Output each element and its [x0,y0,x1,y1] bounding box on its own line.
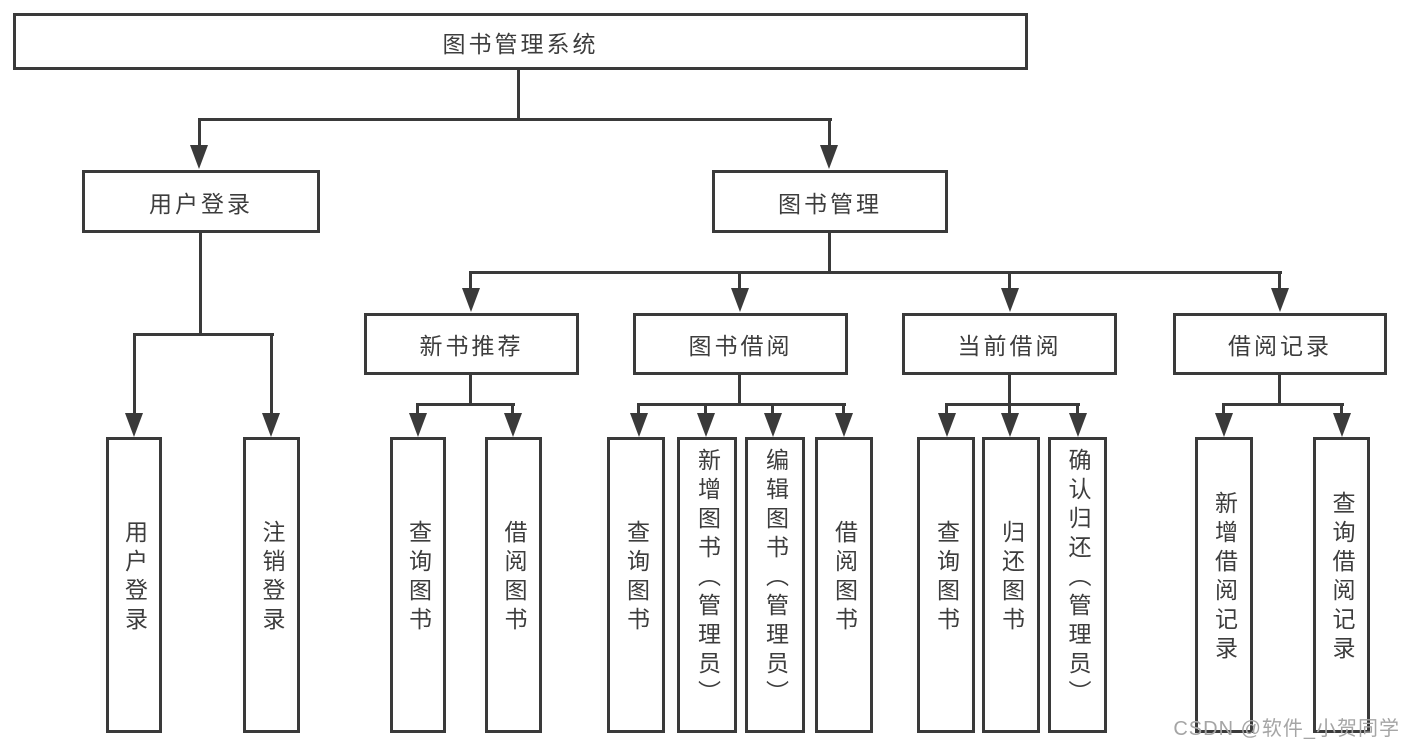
arrow-down-icon [764,413,782,437]
watermark: CSDN @软件_小贺同学 [1173,718,1400,740]
connector-bookborrow-shaft-1 [637,405,640,417]
leaf-label: 借阅图书 [831,520,858,636]
leaf-label: 查询图书 [623,520,650,636]
arrow-down-icon [1271,288,1289,312]
connector-records-shaft-1 [1222,405,1225,417]
leaf-edit-book-admin: 编辑图书（管理员） [745,437,805,733]
arrow-down-icon [938,413,956,437]
node-label: 当前借阅 [957,333,1062,359]
connector-userlogin-hline [133,333,274,336]
leaf-label: 归还图书 [998,520,1025,636]
arrow-down-icon [1215,413,1233,437]
leaf-borrow-books-recommend: 借阅图书 [485,437,542,733]
node-label: 图书借阅 [688,333,793,359]
node-book-management: 图书管理 [712,170,948,233]
connector-records-stub [1278,375,1281,406]
connector-records-shaft-2 [1340,405,1343,417]
connector-currentborrow-hline [945,403,1080,406]
arrow-down-icon [731,288,749,312]
node-book-borrowing: 图书借阅 [633,313,848,375]
leaf-add-book-admin: 新增图书（管理员） [677,437,737,733]
arrow-down-icon [125,413,143,437]
connector-newbooks-shaft-1 [416,405,419,417]
connector-bookmgmt-shaft-2 [738,273,741,291]
leaf-user-login: 用户登录 [106,437,162,733]
connector-newbooks-shaft-2 [511,405,514,417]
connector-bookborrow-shaft-2 [704,405,707,417]
connector-root-right-shaft [828,120,831,148]
connector-currentborrow-shaft-3 [1076,405,1079,417]
connector-currentborrow-shaft-1 [945,405,948,417]
leaf-label: 查询借阅记录 [1329,491,1355,665]
leaf-query-books-recommend: 查询图书 [390,437,446,733]
node-borrowing-records: 借阅记录 [1173,313,1387,375]
leaf-label: 用户登录 [121,520,148,636]
node-current-borrowing: 当前借阅 [902,313,1117,375]
connector-newbooks-hline [416,403,515,406]
leaf-label: 查询图书 [933,520,960,636]
connector-bookmgmt-shaft-4 [1278,273,1281,291]
node-user-login: 用户登录 [82,170,320,233]
arrow-down-icon [835,413,853,437]
leaf-query-borrow-record: 查询借阅记录 [1313,437,1370,733]
connector-bookmgmt-stub [828,233,831,274]
connector-bookmgmt-hline [469,271,1282,274]
leaf-label: 新增图书（管理员） [694,447,721,709]
arrow-down-icon [1069,413,1087,437]
arrow-down-icon [504,413,522,437]
connector-userlogin-shaft-1 [133,335,136,414]
node-book-management-system: 图书管理系统 [13,13,1028,70]
connector-bookborrow-stub [738,375,741,406]
connector-bookmgmt-shaft-1 [469,273,472,291]
connector-userlogin-shaft-2 [270,335,273,414]
connector-bookborrow-shaft-3 [771,405,774,417]
connector-bookmgmt-shaft-3 [1008,273,1011,291]
connector-root-left-shaft [198,120,201,148]
arrow-down-icon [409,413,427,437]
leaf-label: 编辑图书（管理员） [762,447,789,709]
connector-bookborrow-shaft-4 [842,405,845,417]
arrow-down-icon [1001,288,1019,312]
arrow-down-icon [462,288,480,312]
leaf-add-borrow-record: 新增借阅记录 [1195,437,1253,733]
node-label: 用户登录 [149,190,253,217]
connector-root-stub [517,70,520,120]
connector-bookborrow-hline [637,403,846,406]
connector-userlogin-stub [199,233,202,336]
arrow-down-icon [697,413,715,437]
arrow-down-icon [1001,413,1019,437]
connector-records-hline [1222,403,1344,406]
leaf-label: 注销登录 [259,520,285,636]
arrow-down-icon [262,413,280,437]
leaf-label: 查询图书 [405,520,432,636]
node-label: 图书管理系统 [442,30,599,57]
arrow-down-icon [820,145,838,169]
node-label: 图书管理 [778,190,882,217]
connector-newbooks-stub [469,375,472,406]
leaf-label: 借阅图书 [501,520,527,636]
connector-currentborrow-shaft-2 [1008,405,1011,417]
arrow-down-icon [1333,413,1351,437]
leaf-logout: 注销登录 [243,437,300,733]
connector-currentborrow-stub [1008,375,1011,406]
leaf-borrow-books-borrowing: 借阅图书 [815,437,873,733]
leaf-query-books-borrowing: 查询图书 [607,437,665,733]
connector-root-hline [198,118,832,121]
node-label: 借阅记录 [1228,333,1332,359]
arrow-down-icon [190,145,208,169]
leaf-query-books-current: 查询图书 [917,437,975,733]
leaf-confirm-return-admin: 确认归还（管理员） [1048,437,1107,733]
arrow-down-icon [630,413,648,437]
leaf-label: 新增借阅记录 [1211,491,1238,665]
leaf-return-books: 归还图书 [982,437,1040,733]
leaf-label: 确认归还（管理员） [1065,447,1091,709]
node-label: 新书推荐 [419,333,524,359]
node-new-book-recommend: 新书推荐 [364,313,579,375]
